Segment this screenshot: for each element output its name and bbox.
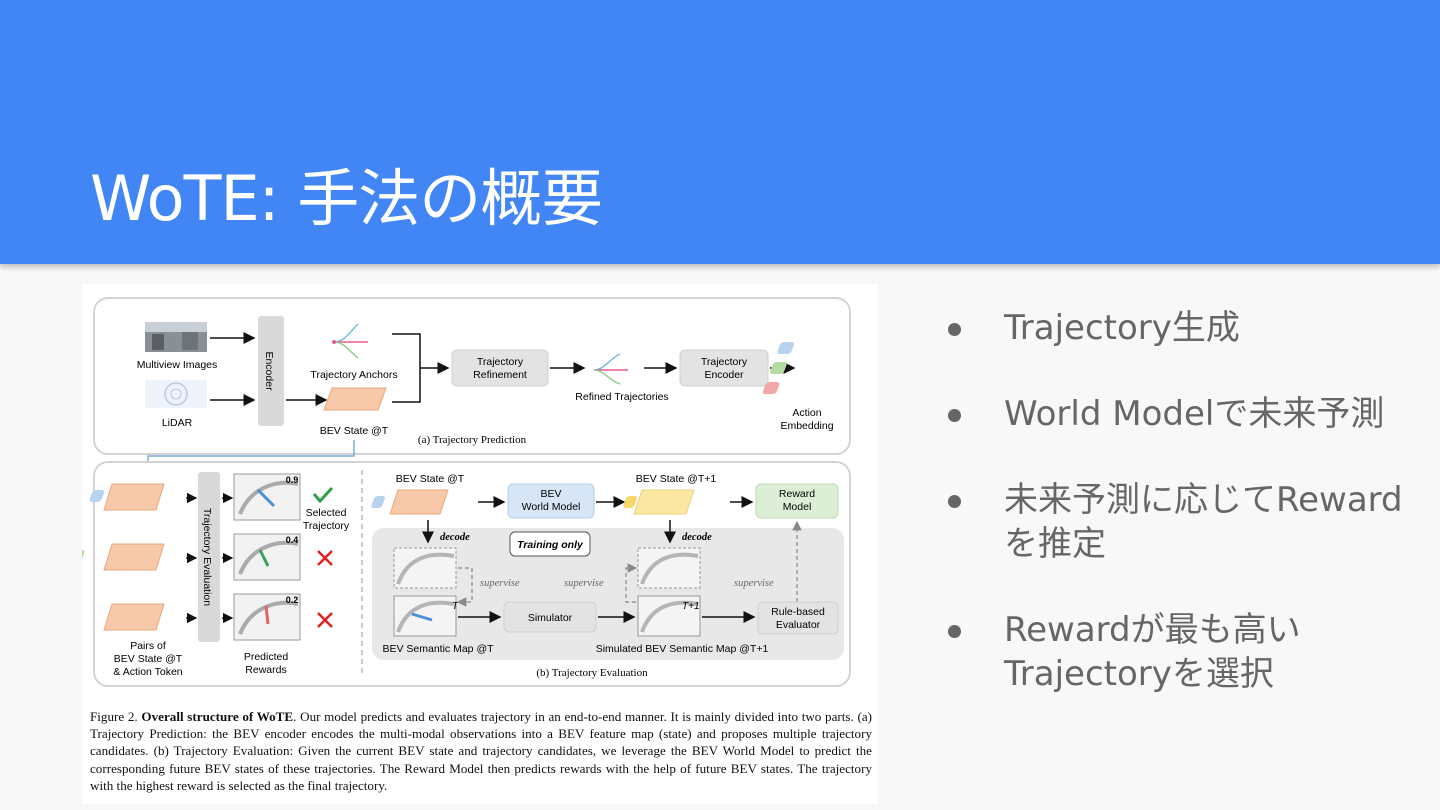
bev-semantic-map-t: [394, 596, 456, 636]
pairs-label-line1: Pairs of: [130, 640, 166, 652]
caption-bold: Overall structure of WoTE: [141, 709, 293, 724]
rule-based-evaluator-line1: Rule-based: [771, 606, 825, 618]
rule-based-evaluator-line2: Evaluator: [776, 619, 821, 631]
bullet-text: Rewardが最も高い Trajectoryを選択: [1004, 610, 1301, 694]
score-1: 0.9: [286, 475, 299, 485]
encoder-label: Encoder: [263, 351, 275, 391]
part-a-caption: (a) Trajectory Prediction: [418, 434, 527, 446]
bev-world-model-line2: World Model: [522, 501, 581, 513]
reward-model-line2: Model: [783, 501, 812, 513]
reward-model-line1: Reward: [779, 488, 815, 500]
supervise-label-3: supervise: [734, 578, 774, 589]
bullet-list: Trajectory生成 World Modelで未来予測 未来予測に応じてRe…: [944, 306, 1414, 738]
method-figure: Multiview Images LiDAR Encoder Trajector…: [82, 284, 878, 804]
bullet-dot: [948, 409, 961, 422]
training-only-label: Training only: [517, 539, 584, 551]
bev-state-t-token: [390, 490, 448, 514]
pairs-label-line3: & Action Token: [113, 666, 182, 678]
simulator-label: Simulator: [528, 612, 573, 624]
trajectory-refinement-line2: Refinement: [473, 369, 527, 381]
bev-state-token: [324, 388, 386, 410]
simulated-map-label: Simulated BEV Semantic Map @T+1: [596, 643, 769, 655]
selected-trajectory-line1: Selected: [306, 507, 347, 519]
bullet-item: World Modelで未来予測: [944, 392, 1414, 436]
bullet-item: 未来予測に応じてReward を推定: [944, 478, 1414, 566]
bullet-dot: [948, 323, 961, 336]
decode-label-2: decode: [682, 532, 712, 543]
pairs-label-line2: BEV State @T: [114, 653, 183, 665]
trajectory-anchors-label: Trajectory Anchors: [310, 369, 397, 381]
lidar-label: LiDAR: [162, 417, 193, 429]
score-3: 0.2: [286, 595, 299, 605]
bev-semantic-map-label: BEV Semantic Map @T: [382, 643, 494, 655]
bullet-text: World Modelで未来予測: [1004, 394, 1384, 434]
bullet-dot: [948, 625, 961, 638]
decode-label-1: decode: [440, 532, 470, 543]
bev-state-t1-label: BEV State @T+1: [636, 473, 717, 485]
decoded-map-t1: [638, 548, 700, 588]
bev-state-label: BEV State @T: [320, 425, 389, 437]
action-embedding-line2: Embedding: [780, 420, 833, 432]
score-2: 0.4: [286, 535, 299, 545]
caption-prefix: Figure 2.: [90, 709, 138, 724]
bullet-text: 未来予測に応じてReward を推定: [1004, 480, 1403, 564]
supervise-label-1: supervise: [480, 578, 520, 589]
training-only-region: [372, 528, 844, 660]
figure-caption: Figure 2. Overall structure of WoTE. Our…: [90, 708, 872, 794]
multiview-images-label: Multiview Images: [137, 359, 218, 371]
trajectory-evaluation-label: Trajectory Evaluation: [201, 508, 213, 606]
bev-world-model-line1: BEV: [540, 488, 561, 500]
bullet-item: Rewardが最も高い Trajectoryを選択: [944, 608, 1414, 696]
bullet-item: Trajectory生成: [944, 306, 1414, 350]
multiview-image: [145, 322, 207, 352]
t-label: T: [452, 601, 459, 612]
predicted-rewards-line1: Predicted: [244, 651, 289, 663]
bev-state-t-label: BEV State @T: [396, 473, 465, 485]
decoded-map-t: [394, 548, 456, 588]
selected-trajectory-line2: Trajectory: [303, 520, 350, 532]
trajectory-encoder-line1: Trajectory: [701, 356, 748, 368]
title-bar: WoTE: 手法の概要: [0, 0, 1440, 264]
bev-state-t1-token: [634, 490, 694, 514]
trajectory-refinement-line1: Trajectory: [477, 356, 524, 368]
bullet-text: Trajectory生成: [1004, 308, 1240, 348]
bullet-dot: [948, 495, 961, 508]
trajectory-encoder-line2: Encoder: [704, 369, 744, 381]
part-b-caption: (b) Trajectory Evaluation: [536, 667, 648, 679]
supervise-label-2: supervise: [564, 578, 604, 589]
t1-label: T+1: [682, 601, 700, 612]
refined-trajectories-label: Refined Trajectories: [575, 391, 668, 403]
predicted-rewards-line2: Rewards: [245, 664, 286, 676]
lidar-image: [145, 380, 207, 408]
architecture-diagram: Multiview Images LiDAR Encoder Trajector…: [82, 284, 878, 704]
action-embedding-line1: Action: [792, 407, 821, 419]
slide-title: WoTE: 手法の概要: [90, 148, 602, 238]
